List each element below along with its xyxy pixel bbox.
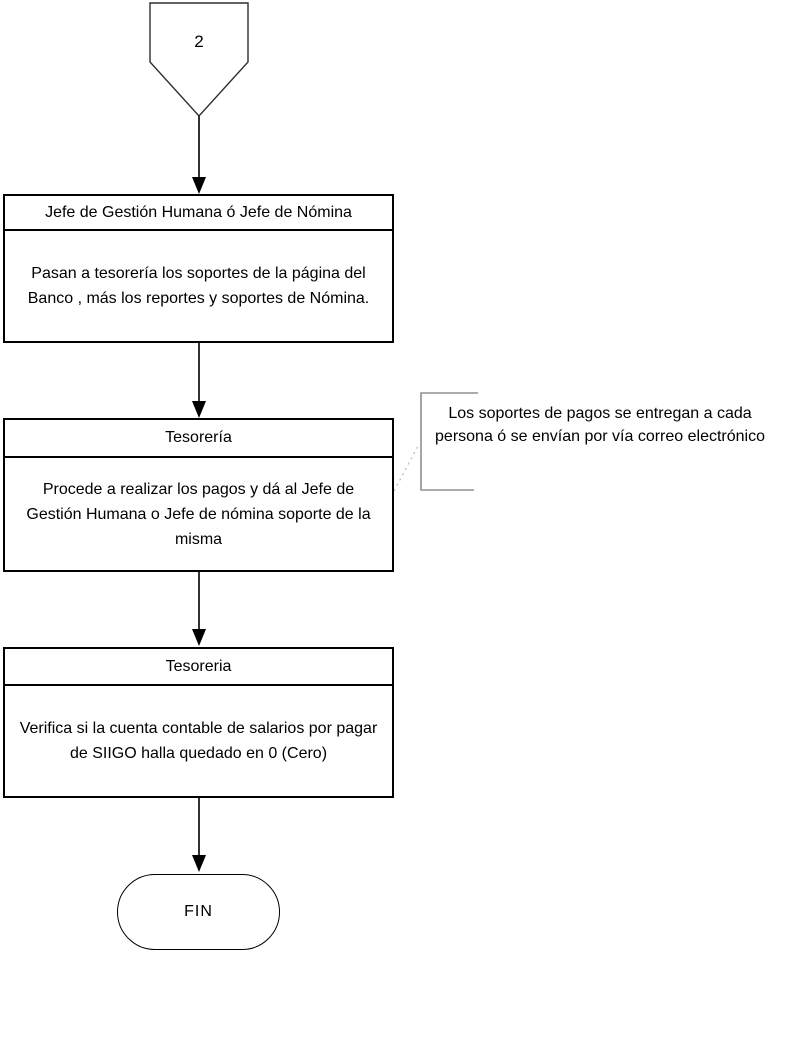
process-box-body: Verifica si la cuenta contable de salari…	[19, 720, 378, 762]
process-box-tesoreria-verifica: Tesoreria Verifica si la cuenta contable…	[3, 647, 394, 798]
process-box-header: Jefe de Gestión Humana ó Jefe de Nómina	[5, 196, 392, 231]
flow-arrow-1-head	[192, 177, 206, 194]
process-box-header: Tesoreria	[5, 649, 392, 686]
annotation-bracket	[420, 392, 478, 491]
off-page-connector-label: 2	[194, 32, 204, 51]
process-box-body: Pasan a tesorería los soportes de la pág…	[27, 265, 370, 307]
flow-arrow-3-head	[192, 629, 206, 646]
process-box-jefe-gestion-humana: Jefe de Gestión Humana ó Jefe de Nómina …	[3, 194, 394, 343]
process-box-header: Tesorería	[5, 420, 392, 458]
annotation-note: Los soportes de pagos se entregan a cada…	[435, 405, 765, 445]
flow-arrow-2-head	[192, 401, 206, 418]
terminator-fin: FIN	[117, 874, 280, 950]
annotation-leader-line	[393, 445, 419, 492]
process-box-body: Procede a realizar los pagos y dá al Jef…	[26, 480, 371, 548]
flow-arrow-4-head	[192, 855, 206, 872]
process-box-tesoreria-pagos: Tesorería Procede a realizar los pagos y…	[3, 418, 394, 572]
off-page-connector-shape	[149, 2, 249, 118]
